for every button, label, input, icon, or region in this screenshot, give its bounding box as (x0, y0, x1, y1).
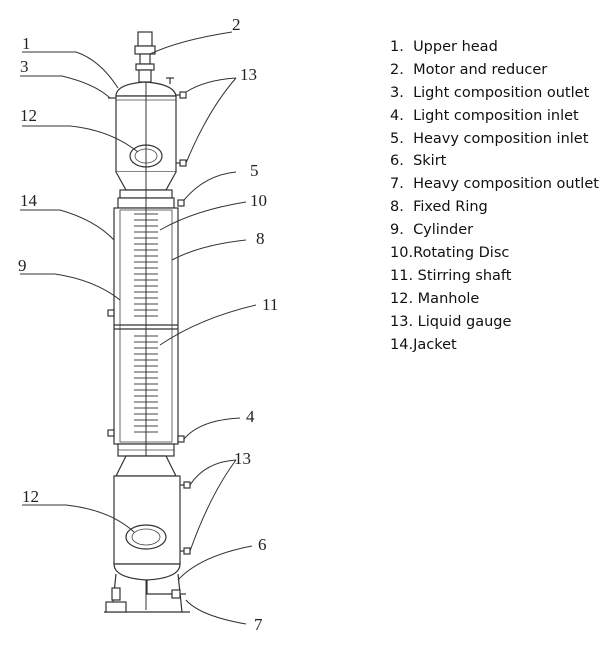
legend-item: 6. Skirt (390, 150, 599, 173)
callout-5: 5 (250, 161, 259, 180)
legend-num: 11. (390, 267, 414, 284)
legend-label: Manhole (417, 290, 480, 307)
legend-num: 9. (390, 222, 404, 239)
skirt (104, 573, 190, 613)
legend-label: Cylinder (413, 222, 474, 239)
legend-item: 9. Cylinder (390, 219, 599, 242)
legend-num: 2. (390, 61, 404, 78)
legend-num: 13. (390, 313, 414, 330)
legend-label: Fixed Ring (413, 199, 488, 216)
legend-num: 10. (390, 245, 414, 262)
legend-item: 11. Stirring shaft (390, 265, 599, 288)
callout-13-top: 13 (240, 65, 257, 84)
legend-label: Stirring shaft (417, 267, 512, 284)
legend-label: Motor and reducer (413, 61, 548, 78)
motor-reducer (134, 31, 156, 83)
legend-label: Liquid gauge (417, 313, 512, 330)
legend-label: Upper head (413, 39, 498, 55)
callout-11: 11 (262, 295, 278, 314)
legend-item: 10.Rotating Disc (390, 242, 599, 265)
legend-num: 4. (390, 107, 404, 124)
legend-num: 12. (390, 290, 414, 307)
callout-12-bottom: 12 (22, 487, 39, 506)
upper-vessel (108, 77, 187, 191)
callout-4: 4 (246, 407, 255, 426)
legend-num: 14. (390, 336, 414, 353)
legend-item: 3. Light composition outlet (390, 82, 599, 105)
legend-label: Jacket (413, 336, 457, 353)
legend-label: Heavy composition outlet (413, 176, 599, 193)
legend-num: 6. (390, 153, 404, 170)
legend-list: 1. Upper head 2. Motor and reducer 3. Li… (390, 36, 599, 356)
legend-item: 13. Liquid gauge (390, 311, 599, 334)
legend-item: 7. Heavy composition outlet (390, 173, 599, 196)
legend-item: 4. Light composition inlet (390, 105, 599, 128)
callout-14: 14 (20, 191, 38, 210)
legend-num: 8. (390, 199, 404, 216)
callout-7: 7 (254, 615, 263, 634)
callout-9: 9 (18, 256, 27, 275)
legend-num: 1. (390, 39, 404, 55)
legend-item: 2. Motor and reducer (390, 59, 599, 82)
leader-lines (20, 31, 257, 625)
legend-item: 8. Fixed Ring (390, 196, 599, 219)
legend-item: 12. Manhole (390, 288, 599, 311)
callout-12-top: 12 (20, 106, 37, 125)
legend-num: 7. (390, 176, 404, 193)
legend-label: Skirt (413, 153, 447, 170)
lower-manhole (125, 524, 167, 550)
legend-label: Light composition outlet (413, 84, 590, 101)
callout-10: 10 (250, 191, 267, 210)
legend-label: Heavy composition inlet (413, 130, 589, 147)
legend-item: 14.Jacket (390, 334, 599, 357)
extraction-column-diagram: 1 2 3 12 13 5 14 10 8 9 11 4 13 12 6 7 (18, 15, 278, 634)
callout-labels: 1 2 3 12 13 5 14 10 8 9 11 4 13 12 6 7 (18, 15, 278, 634)
callout-1: 1 (22, 34, 31, 53)
callout-2: 2 (232, 15, 241, 34)
legend-label: Rotating Disc (413, 245, 510, 262)
callout-6: 6 (258, 535, 267, 554)
callout-3: 3 (20, 57, 29, 76)
legend-item: 5. Heavy composition inlet (390, 128, 599, 151)
legend-item: 1. Upper head (390, 36, 599, 59)
legend-num: 5. (390, 130, 404, 147)
callout-13-bottom: 13 (234, 449, 251, 468)
legend-num: 3. (390, 84, 404, 101)
callout-8: 8 (256, 229, 265, 248)
legend-label: Light composition inlet (413, 107, 579, 124)
lower-vessel (113, 455, 191, 581)
